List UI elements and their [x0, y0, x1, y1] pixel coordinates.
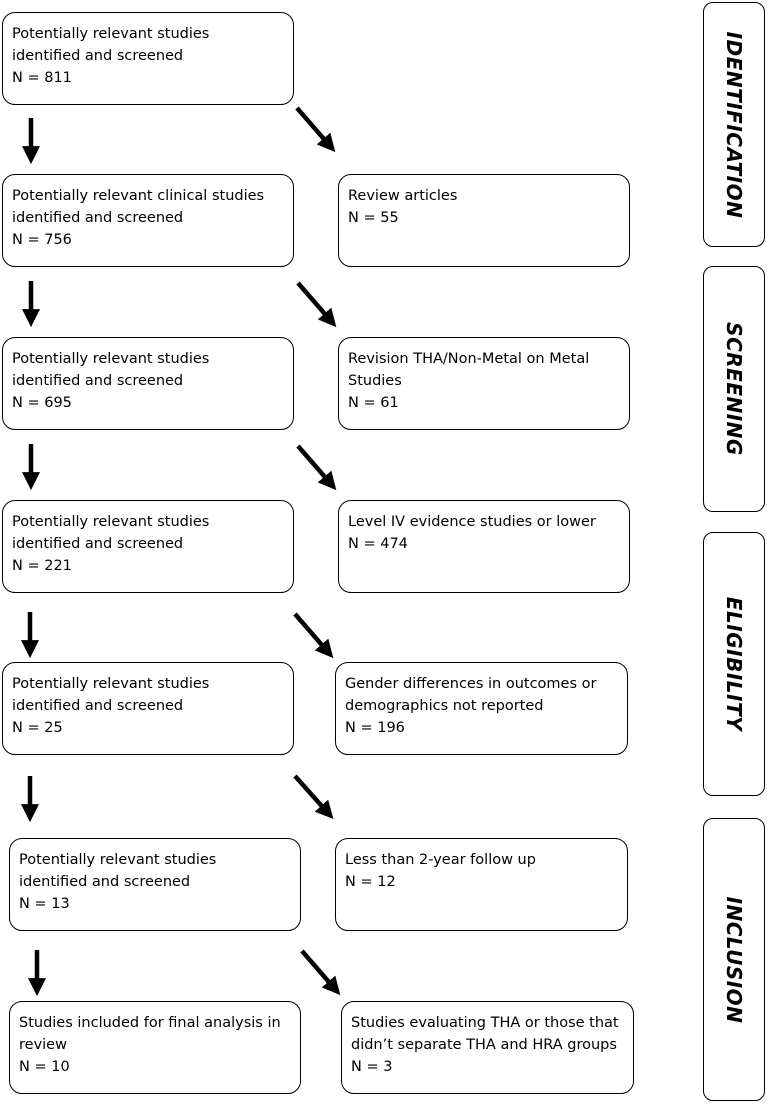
box-count: N = 221 — [12, 558, 72, 574]
box-text-line: Potentially relevant studies — [12, 676, 210, 692]
box-text-line: Potentially relevant studies — [12, 351, 210, 367]
box-text-line: identified and screened — [12, 48, 184, 64]
diag-arrow-1 — [295, 106, 336, 153]
box-text-line: identified and screened — [12, 698, 184, 714]
box-count: N = 196 — [345, 720, 405, 736]
box-count: N = 10 — [19, 1059, 70, 1075]
phase-inclusion: INCLUSION — [703, 818, 765, 1101]
box-count: N = 811 — [12, 70, 72, 86]
box-text-line: Revision THA/Non-Metal on Metal — [348, 351, 590, 367]
right-box-6: Studies evaluating THA or those that did… — [341, 1001, 634, 1094]
diag-arrow-5 — [293, 774, 334, 820]
box-text-line: Potentially relevant studies — [12, 26, 210, 42]
diag-arrow-2 — [296, 281, 337, 328]
left-box-5: Potentially relevant studies identified … — [2, 662, 294, 755]
box-count: N = 474 — [348, 536, 408, 552]
box-text-line: demographics not reported — [345, 698, 544, 714]
right-box-2: Revision THA/Non-Metal on Metal Studies … — [338, 337, 630, 430]
box-count: N = 61 — [348, 395, 399, 411]
phase-identification: IDENTIFICATION — [703, 2, 765, 247]
box-text-line: identified and screened — [12, 373, 184, 389]
box-count: N = 13 — [19, 896, 70, 912]
phase-screening: SCREENING — [703, 266, 765, 512]
box-text-line: Studies evaluating THA or those that — [351, 1015, 619, 1031]
phase-eligibility: ELIGIBILITY — [703, 532, 765, 796]
left-box-1: Potentially relevant studies identified … — [2, 12, 294, 105]
box-count: N = 12 — [345, 874, 396, 890]
box-text-line: Potentially relevant clinical studies — [12, 188, 265, 204]
left-box-3: Potentially relevant studies identified … — [2, 337, 294, 430]
left-box-4: Potentially relevant studies identified … — [2, 500, 294, 593]
left-box-final: Studies included for final analysis in r… — [9, 1001, 301, 1094]
right-box-3: Level IV evidence studies or lower N = 4… — [338, 500, 630, 593]
box-text-line: Potentially relevant studies — [12, 514, 210, 530]
right-box-1: Review articles N = 55 — [338, 174, 630, 267]
diag-arrow-3 — [296, 444, 337, 491]
box-text-line: Level IV evidence studies or lower — [348, 514, 596, 530]
box-count: N = 3 — [351, 1059, 393, 1075]
box-text-line: review — [19, 1037, 67, 1053]
left-box-6: Potentially relevant studies identified … — [9, 838, 301, 931]
right-box-5: Less than 2-year follow up N = 12 — [335, 838, 628, 931]
box-text-line: identified and screened — [12, 536, 184, 552]
right-box-4: Gender differences in outcomes or demogr… — [335, 662, 628, 755]
box-count: N = 55 — [348, 210, 399, 226]
diag-arrow-6 — [300, 949, 341, 996]
box-text-line: identified and screened — [19, 874, 191, 890]
diag-arrow-4 — [293, 612, 334, 659]
left-box-2: Potentially relevant clinical studies id… — [2, 174, 294, 267]
box-count: N = 695 — [12, 395, 72, 411]
box-text-line: Potentially relevant studies — [19, 852, 217, 868]
box-count: N = 756 — [12, 232, 72, 248]
box-text-line: Gender differences in outcomes or — [345, 676, 597, 692]
box-text-line: Studies included for final analysis in — [19, 1015, 281, 1031]
box-text-line: identified and screened — [12, 210, 184, 226]
box-text-line: Less than 2-year follow up — [345, 852, 536, 868]
box-text-line: didn’t separate THA and HRA groups — [351, 1037, 617, 1053]
box-text-line: Review articles — [348, 188, 458, 204]
box-count: N = 25 — [12, 720, 63, 736]
box-text-line: Studies — [348, 373, 402, 389]
